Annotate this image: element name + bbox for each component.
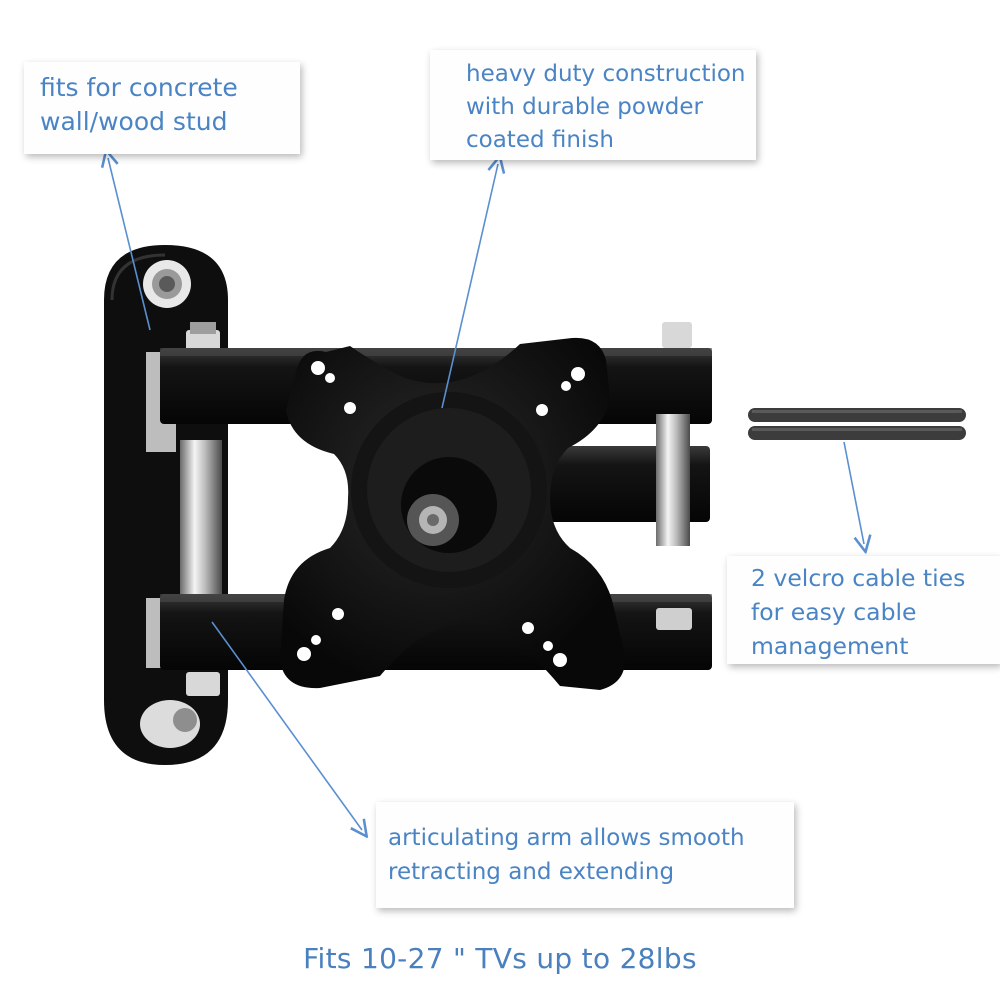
velcro-cable-ties	[748, 408, 966, 440]
arrow-arm	[211, 621, 362, 830]
callout-line: management	[751, 632, 909, 660]
callout-line: retracting and extending	[388, 859, 675, 885]
arm-pivot-nuts	[656, 322, 692, 630]
arrow-velcro	[843, 441, 864, 544]
callout-line: coated finish	[466, 127, 614, 153]
callout-line: 2 velcro cable ties	[751, 564, 966, 592]
arrow-construction	[441, 164, 498, 409]
callout-wall-mount: fits for concrete wall/wood stud	[24, 62, 300, 154]
callout-articulating-arm: articulating arm allows smooth retractin…	[376, 802, 794, 908]
callout-line: with durable powder	[466, 94, 703, 120]
callout-line: heavy duty construction	[466, 61, 746, 87]
size-caption: Fits 10-27 " TVs up to 28lbs	[303, 942, 697, 975]
callout-arrows	[108, 158, 864, 830]
arrow-wall	[108, 158, 151, 331]
callout-line: fits for concrete	[40, 73, 238, 102]
callout-line: articulating arm allows smooth	[388, 825, 745, 851]
callout-line: for easy cable	[751, 598, 917, 626]
callout-line: wall/wood stud	[40, 107, 228, 136]
vesa-holes	[297, 361, 585, 667]
callout-construction: heavy duty construction with durable pow…	[430, 50, 756, 160]
vesa-plate	[280, 337, 625, 690]
callout-velcro-ties: 2 velcro cable ties for easy cable manag…	[727, 556, 1000, 664]
